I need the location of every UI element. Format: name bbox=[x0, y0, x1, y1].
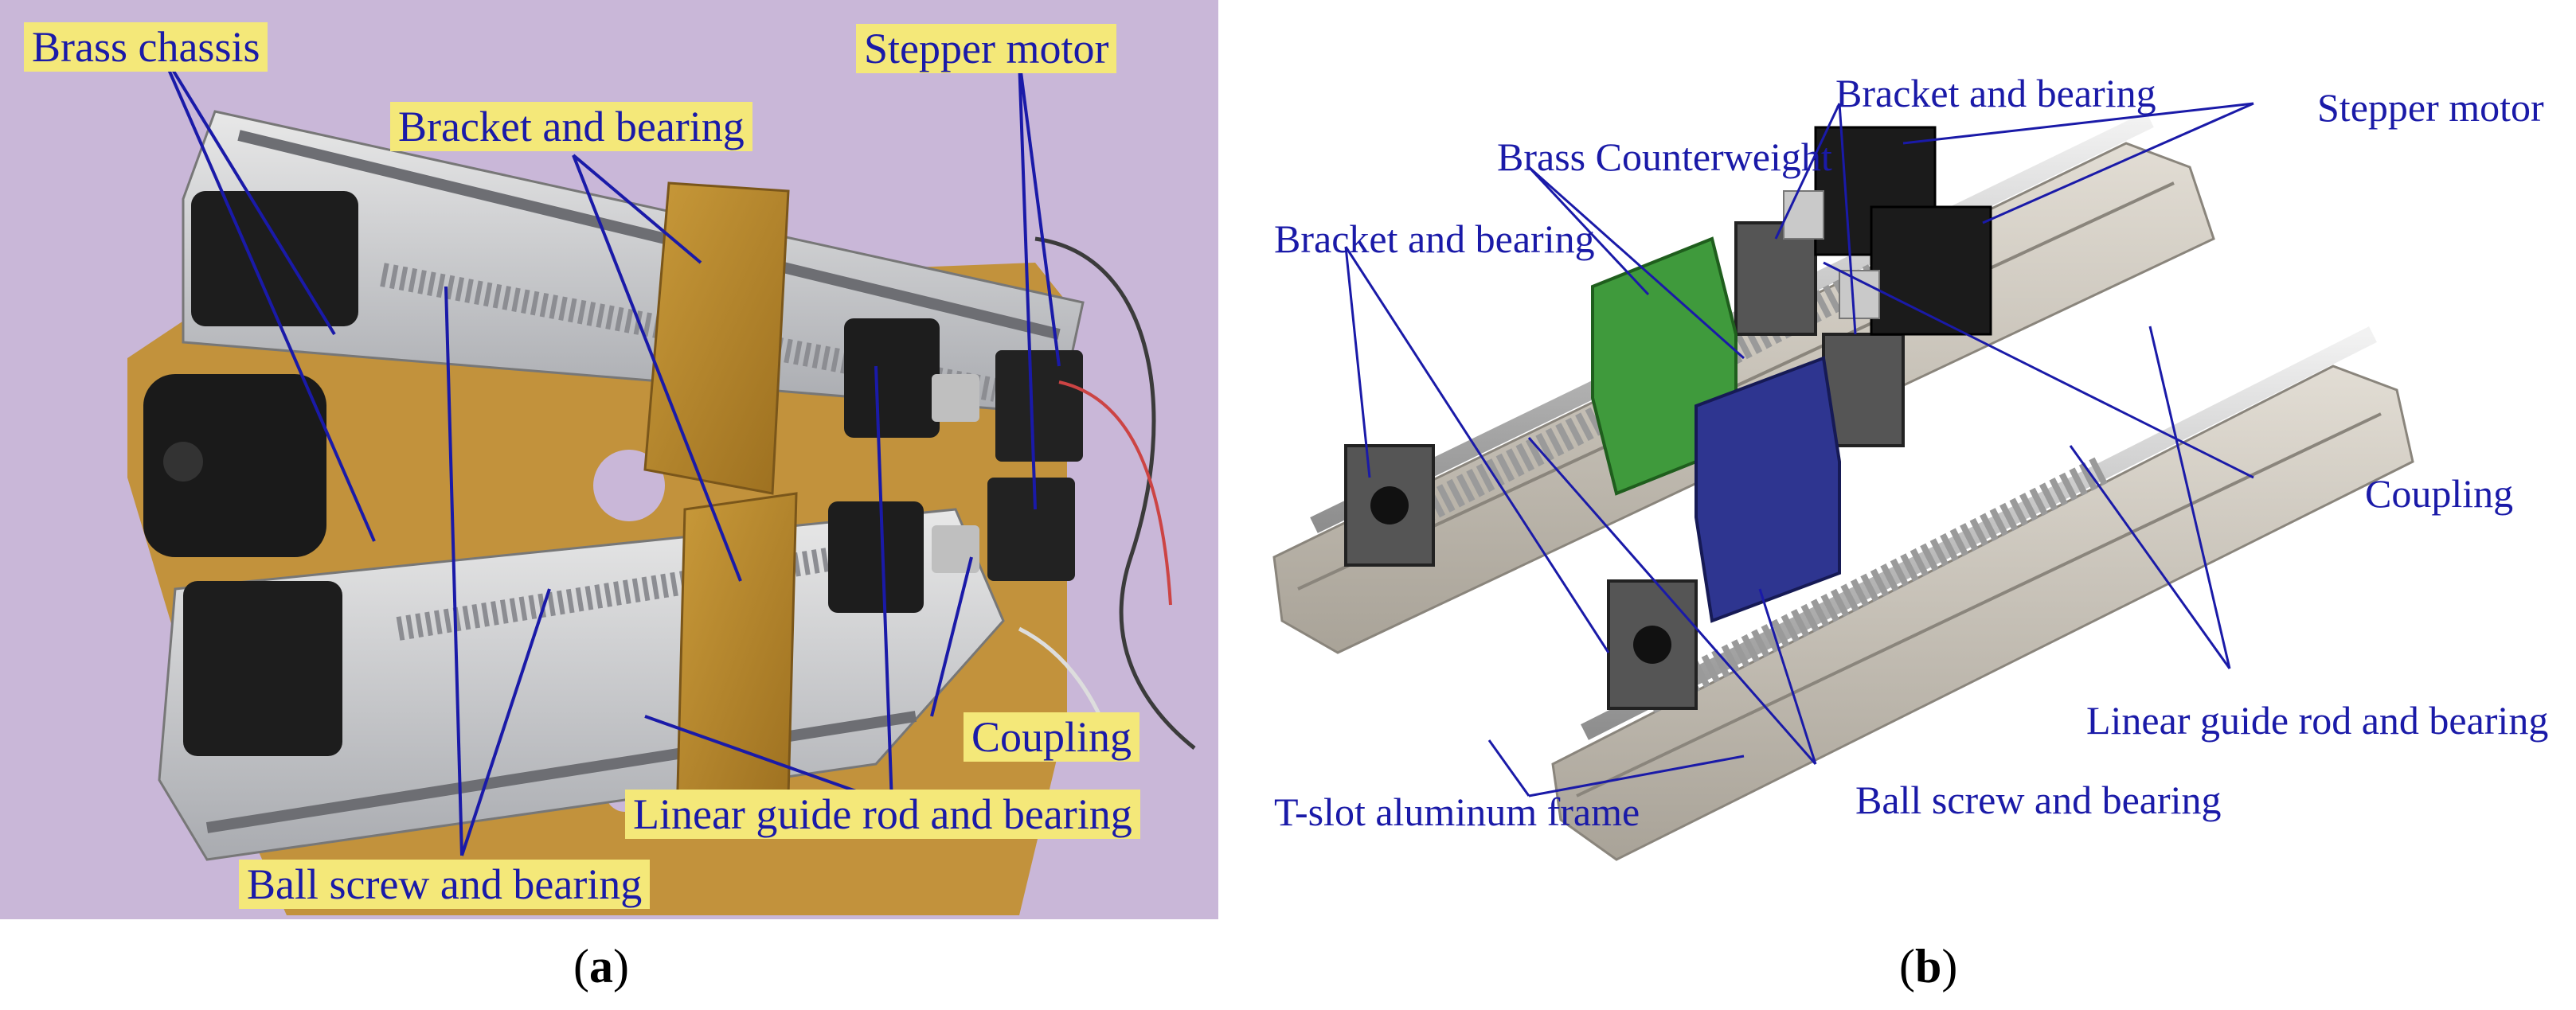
label-bracket-and-bearing: Bracket and bearing bbox=[390, 102, 752, 151]
label-stepper-motor: Stepper motor bbox=[856, 24, 1117, 73]
lower-guide-rod bbox=[205, 711, 917, 833]
cable bbox=[1058, 380, 1172, 606]
panel-a-drawing bbox=[127, 46, 1196, 915]
label-coupling: Coupling bbox=[964, 712, 1140, 762]
front-coupling bbox=[1839, 270, 1880, 319]
upper-coupling bbox=[932, 374, 979, 422]
lower-stepper-motor bbox=[987, 478, 1075, 581]
label-stepper-motor: Stepper motor bbox=[2317, 85, 2544, 130]
panel-b-leader-lines bbox=[1344, 102, 2254, 797]
label-ball-screw: Ball screw and bearing bbox=[239, 860, 651, 909]
label-bracket-and-bearing-top: Bracket and bearing bbox=[1835, 71, 2156, 115]
camera-device bbox=[143, 374, 326, 557]
front-ball-screw bbox=[1641, 456, 2109, 714]
lower-brass-carriage bbox=[675, 492, 798, 821]
label-linear-guide-rod: Linear guide rod and bearing bbox=[625, 790, 1140, 839]
cable bbox=[1034, 236, 1196, 750]
panel-a-leader-lines bbox=[158, 46, 1061, 856]
label-brass-chassis: Brass chassis bbox=[24, 22, 268, 72]
front-stepper-motor bbox=[1870, 205, 1992, 336]
label-tslot-frame: T-slot aluminum frame bbox=[1274, 790, 1640, 834]
label-ball-screw: Ball screw and bearing bbox=[1855, 778, 2222, 822]
upper-guide-rod bbox=[237, 130, 1061, 340]
label-coupling: Coupling bbox=[2365, 471, 2514, 516]
lower-right-bracket bbox=[828, 501, 924, 613]
upper-right-bracket bbox=[844, 318, 940, 438]
upper-left-bracket bbox=[191, 191, 358, 326]
lower-ball-screw bbox=[396, 537, 894, 641]
label-brass-counterweight: Brass Counterweight bbox=[1497, 135, 1832, 179]
rear-coupling bbox=[1783, 190, 1824, 240]
rear-right-bracket bbox=[1734, 221, 1817, 336]
caption-b: (b) bbox=[1899, 940, 1958, 992]
label-linear-guide-rod: Linear guide rod and bearing bbox=[2086, 698, 2549, 743]
upper-brass-carriage bbox=[643, 181, 790, 495]
caption-a: (a) bbox=[573, 940, 629, 992]
lower-coupling bbox=[932, 525, 979, 573]
panel-b-drawing bbox=[1272, 102, 2414, 861]
front-tslot-frame bbox=[1551, 365, 2414, 861]
upper-stepper-motor bbox=[995, 350, 1083, 462]
lower-left-bracket bbox=[183, 581, 342, 756]
blue-brass-counterweight bbox=[1695, 356, 1841, 623]
panel-a-photo: Brass chassis Bracket and bearing Steppe… bbox=[0, 0, 1218, 919]
label-bracket-and-bearing-left: Bracket and bearing bbox=[1274, 216, 1595, 261]
panel-b-cad-render: Bracket and bearing Stepper motor Brass … bbox=[1266, 0, 2576, 919]
